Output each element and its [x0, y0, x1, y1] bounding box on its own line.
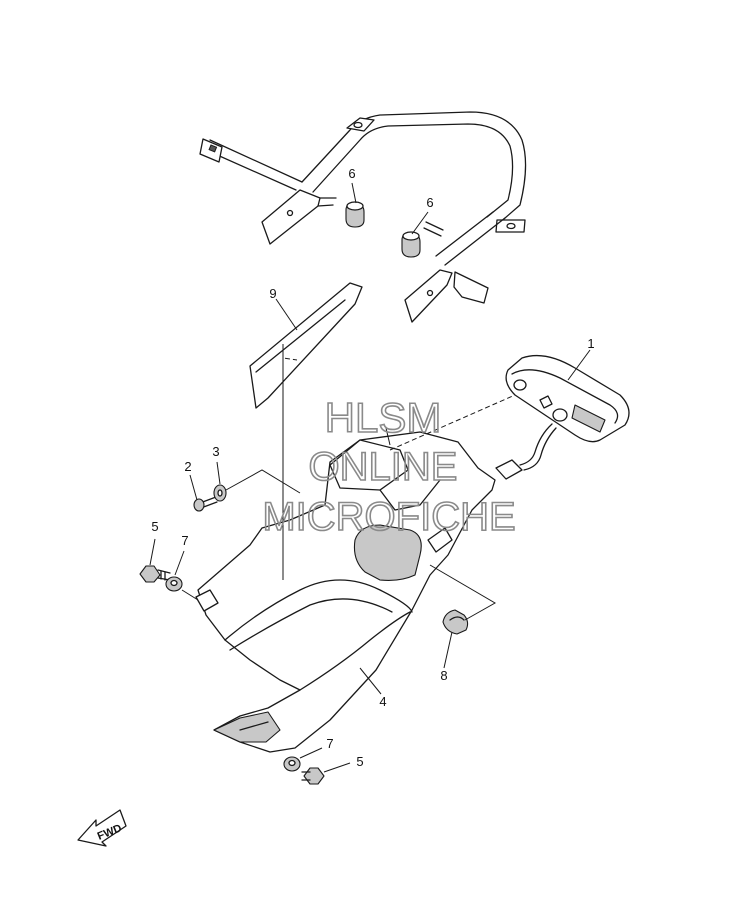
collar-6-left — [345, 201, 365, 228]
callout-numbers: 1 2 3 4 5 5 6 6 7 7 8 9 — [151, 166, 594, 769]
fwd-arrow-icon: FWD — [77, 809, 127, 847]
bolt-5-upper — [139, 565, 171, 583]
collar-6-right — [401, 231, 421, 258]
callout-5-lower: 5 — [356, 754, 363, 769]
bolt-5-lower — [301, 767, 325, 785]
plate-9 — [249, 282, 363, 409]
callout-5-upper: 5 — [151, 519, 158, 534]
collar-7-upper — [165, 576, 183, 592]
callout-3: 3 — [212, 444, 219, 459]
callout-1: 1 — [587, 336, 594, 351]
callout-9: 9 — [269, 286, 276, 301]
collar-7-lower — [283, 756, 301, 772]
leader-lines — [149, 182, 591, 773]
callout-4: 4 — [379, 694, 386, 709]
callout-6-left: 6 — [348, 166, 355, 181]
watermark-line-3: MICROFICHE — [262, 495, 515, 539]
callout-6-right: 6 — [426, 195, 433, 210]
callout-7-lower: 7 — [326, 736, 333, 751]
bolt-2 — [193, 496, 218, 512]
callout-8: 8 — [440, 668, 447, 683]
watermark: HLSM ONLINE MICROFICHE — [262, 393, 517, 540]
callout-7-upper: 7 — [181, 533, 188, 548]
washer-3 — [213, 484, 227, 502]
tail-light-1 — [495, 354, 630, 480]
clip-8 — [442, 609, 469, 635]
watermark-line-2: ONLINE — [309, 445, 458, 489]
mudguard-4 — [195, 431, 496, 753]
watermark-line-1: HLSM — [325, 394, 442, 441]
grab-bar — [199, 111, 527, 323]
callout-2: 2 — [184, 459, 191, 474]
